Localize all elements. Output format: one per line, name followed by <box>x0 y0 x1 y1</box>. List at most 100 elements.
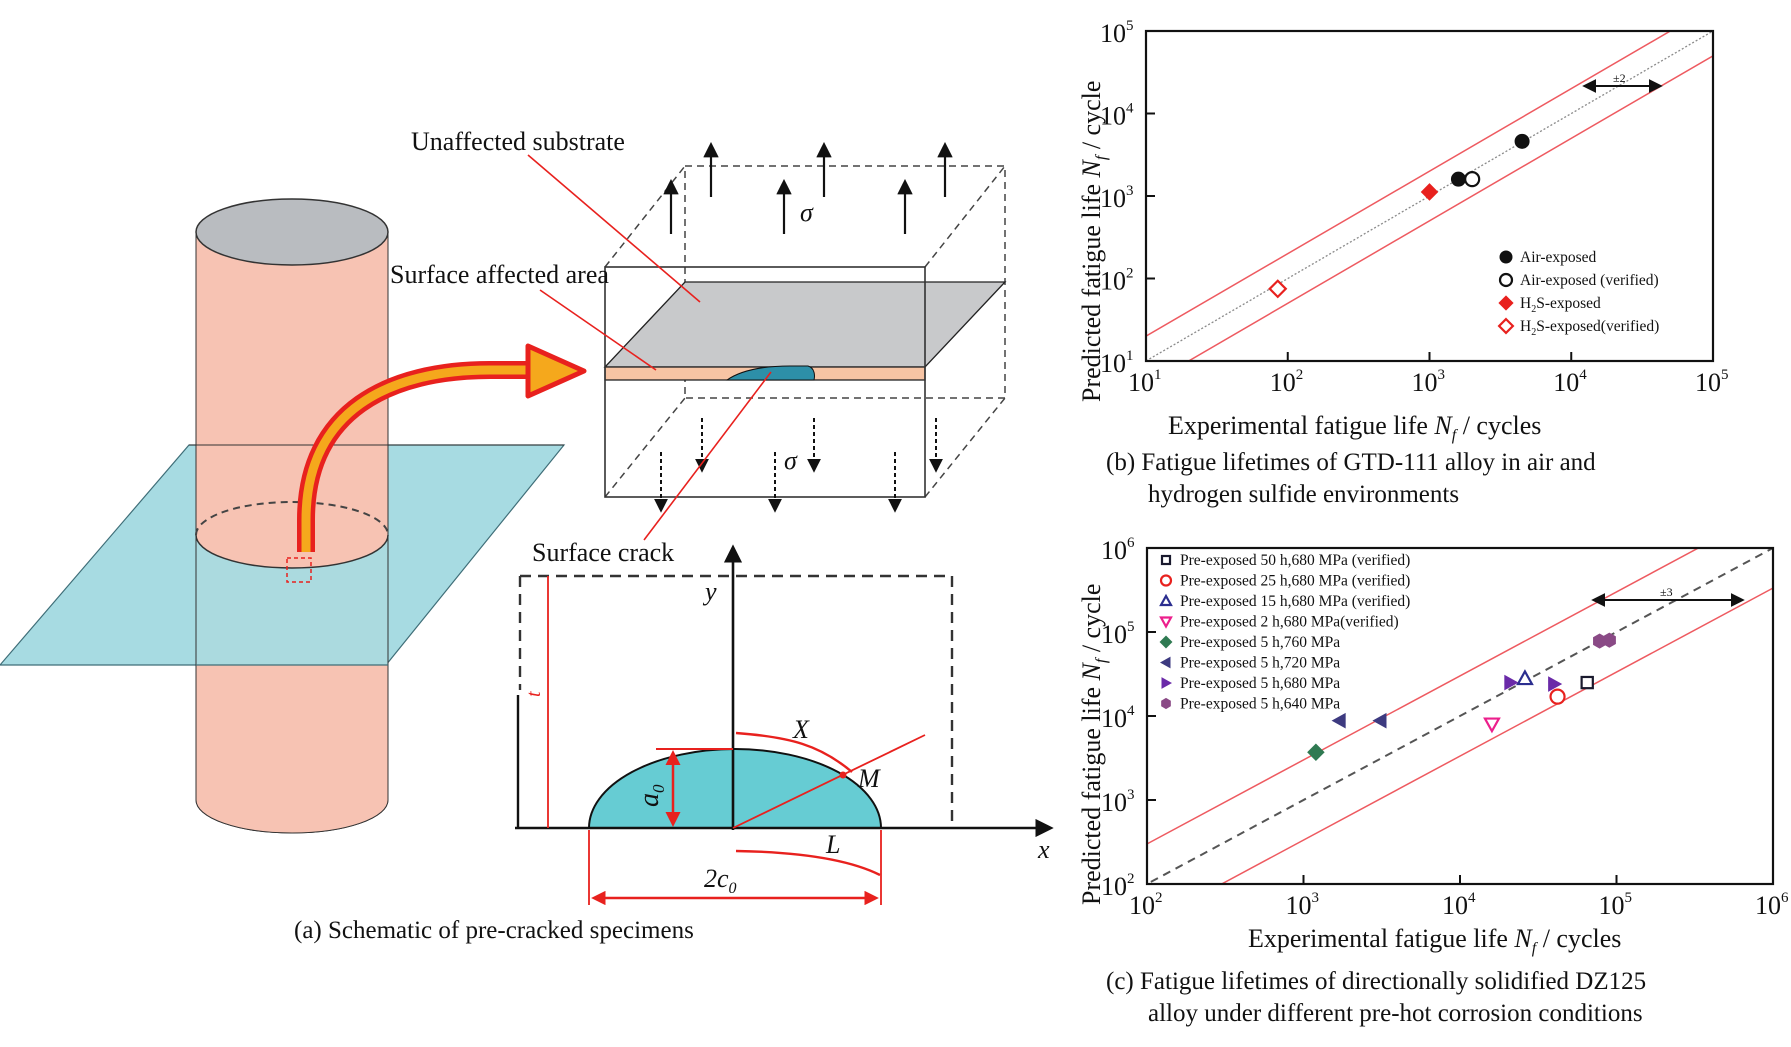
x-tick-label: 104 <box>1553 367 1587 397</box>
x-axis-label: x <box>1037 835 1050 864</box>
tensile-arrows-up <box>663 141 953 234</box>
chart-c-legend-label: Pre-exposed 5 h,640 MPa <box>1180 696 1340 713</box>
chart-c-legend-label: Pre-exposed 25 h,680 MPa (verified) <box>1180 573 1410 590</box>
chart-c-data-point <box>1580 675 1594 690</box>
caption-a: (a) Schematic of pre-cracked specimens <box>294 917 694 944</box>
chart-c-legend-marker <box>1161 677 1173 689</box>
chart-c-data-point <box>1516 669 1534 686</box>
crack-geometry: y x t a0 X M L 2c0 <box>515 544 1054 906</box>
band-label-c: ±3 <box>1660 585 1673 599</box>
chart-b-ylabel: Predicted fatigue life Nf / cycle <box>1077 81 1110 402</box>
X-label: X <box>792 715 810 744</box>
chart-c-data-point <box>1331 712 1346 729</box>
cylinder-specimen <box>189 198 564 834</box>
y-tick-label: 105 <box>1100 18 1134 48</box>
section-ring-front <box>195 534 389 569</box>
chart-b-data-point <box>1268 279 1288 299</box>
chart-c: 102 103 104 105 106 102 103 104 105 106 ±3 Pre-ex… <box>1077 535 1789 1027</box>
y-tick-label: 106 <box>1101 535 1135 565</box>
chart-b-legend-marker <box>1498 272 1514 288</box>
chart-c-legend-label: Pre-exposed 15 h,680 MPa (verified) <box>1180 593 1410 610</box>
x-tick-label: 102 <box>1270 367 1304 397</box>
chart-b-lower-band <box>1187 54 1713 361</box>
chart-b-data-point <box>1450 171 1466 187</box>
x-tick-label: 104 <box>1442 890 1476 920</box>
x-tick-label: 105 <box>1599 890 1633 920</box>
chart-c-caption-line2: alloy under different pre-hot corrosion … <box>1148 1000 1643 1027</box>
chart-c-legend-marker <box>1160 554 1172 566</box>
chart-b-xlabel: Experimental fatigue life Nf / cycles <box>1168 411 1541 444</box>
t-label: t <box>523 691 545 697</box>
chart-b-legend-label: Air-exposed <box>1520 249 1597 266</box>
y-tick-label: 102 <box>1101 871 1135 901</box>
a0-label: a0 <box>634 784 668 807</box>
chart-c-lower-band <box>1220 587 1773 884</box>
chart-b-caption-line1: (b) Fatigue lifetimes of GTD-111 alloy i… <box>1106 449 1596 476</box>
chart-b-data-point <box>1420 183 1439 201</box>
chart-c-legend: Pre-exposed 50 h,680 MPa (verified)Pre-e… <box>1159 552 1410 713</box>
chart-c-data-point <box>1307 743 1325 762</box>
chart-b-data-point <box>1514 133 1530 149</box>
chart-c-data-point <box>1504 674 1519 691</box>
chart-c-data-point <box>1548 676 1563 692</box>
band-indicator-b: ±2 <box>1582 71 1663 93</box>
M-label: M <box>857 764 881 793</box>
label-unaffected-substrate: Unaffected substrate <box>411 127 625 156</box>
chart-b-data-point <box>1464 171 1481 188</box>
y-tick-label: 104 <box>1100 101 1134 131</box>
y-axis-label: y <box>702 577 717 606</box>
chart-b-upper-band <box>1146 31 1672 338</box>
label-surface-crack: Surface crack <box>532 538 674 567</box>
magnify-arrow <box>297 343 587 552</box>
chart-b-legend-marker <box>1497 317 1515 335</box>
y-tick-label: 101 <box>1100 348 1134 378</box>
2c0-label: 2c0 <box>704 864 737 897</box>
sigma-top-label: σ <box>800 198 814 227</box>
cylinder-top-face <box>195 198 389 266</box>
y-tick-label: 103 <box>1100 183 1134 213</box>
stress-block: σ σ <box>603 141 1007 513</box>
chart-c-diagonal-line <box>1147 548 1773 884</box>
chart-c-data-point <box>1549 688 1566 705</box>
band-indicator-c: ±3 <box>1591 585 1745 607</box>
chart-c-data-point <box>1372 712 1387 729</box>
band-label-b: ±2 <box>1613 71 1626 85</box>
y-tick-label: 103 <box>1101 787 1135 817</box>
x-tick-label: 102 <box>1129 890 1163 920</box>
x-tick-label: 106 <box>1755 890 1789 920</box>
crack-location-marker <box>286 557 312 583</box>
chart-c-legend-marker <box>1159 593 1173 607</box>
chart-b-legend-label: Air-exposed (verified) <box>1520 272 1659 289</box>
chart-c-legend-marker <box>1159 656 1171 669</box>
annotation-leaders <box>527 154 772 541</box>
tensile-arrows-down <box>654 418 943 513</box>
chart-c-legend-label: Pre-exposed 5 h,760 MPa <box>1180 634 1340 651</box>
chart-c-data-point <box>1483 717 1501 734</box>
chart-b-legend-marker <box>1499 250 1513 264</box>
chart-c-data-point <box>1602 632 1616 648</box>
sigma-bottom-label: σ <box>784 446 798 475</box>
panel-a: σ σ Unaffected substrate Surface affecte… <box>0 127 1054 944</box>
chart-c-legend-label: Pre-exposed 5 h,680 MPa <box>1180 675 1340 692</box>
y-tick-label: 104 <box>1101 703 1135 733</box>
chart-c-caption-line1: (c) Fatigue lifetimes of directionally s… <box>1106 968 1646 995</box>
substrate-plane <box>603 281 1007 368</box>
section-ring-back <box>195 501 389 536</box>
y-tick-label: 105 <box>1101 619 1135 649</box>
chart-c-xlabel: Experimental fatigue life Nf / cycles <box>1248 924 1621 957</box>
y-tick-label: 102 <box>1100 266 1134 296</box>
chart-b-legend-marker <box>1498 295 1514 311</box>
chart-c-legend-marker <box>1159 574 1173 587</box>
x-tick-label: 103 <box>1412 367 1446 397</box>
chart-c-ylabel: Predicted fatigue life Nf / cycle <box>1077 584 1110 905</box>
chart-c-legend-marker <box>1159 635 1173 649</box>
chart-b-caption-line2: hydrogen sulfide environments <box>1148 481 1459 508</box>
x-tick-label: 103 <box>1286 890 1320 920</box>
chart-b-legend-label: H2S-exposed <box>1520 295 1601 315</box>
chart-c-legend-label: Pre-exposed 2 h,680 MPa(verified) <box>1180 614 1399 631</box>
chart-c-legend-label: Pre-exposed 5 h,720 MPa <box>1180 655 1340 672</box>
x-tick-label: 101 <box>1128 367 1162 397</box>
